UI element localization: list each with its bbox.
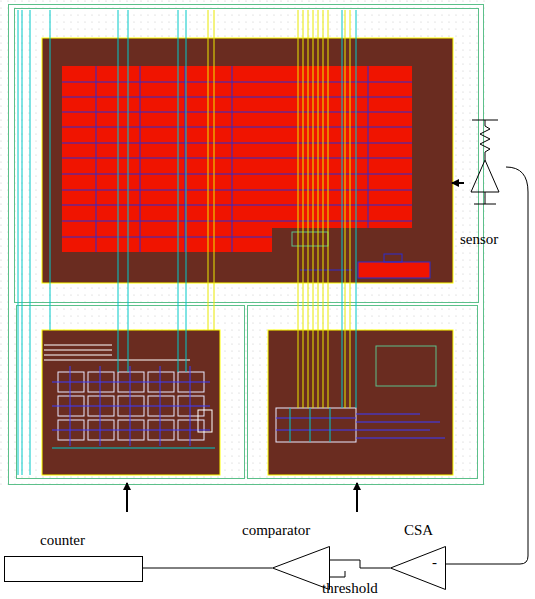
amplifier-label: CSA [404, 523, 433, 538]
sensor-label: sensor [460, 232, 498, 247]
tri-outline [390, 546, 446, 590]
signal-wire [143, 568, 272, 569]
sensor-symbol: sensor [452, 112, 506, 250]
comparator-label: comparator [242, 523, 310, 538]
signal-wire [446, 167, 528, 564]
tri-outline [272, 546, 330, 590]
rect-outline [4, 556, 143, 582]
counter-box: counter [4, 556, 143, 582]
signal-wire [330, 560, 390, 568]
signal-name: threshold [322, 581, 378, 596]
input-sign: - [432, 555, 437, 570]
sensor-outline [452, 112, 506, 250]
comparator-symbol: comparator [272, 546, 330, 590]
amplifier-symbol: CSA- [390, 546, 446, 590]
counter-label: counter [40, 533, 85, 548]
